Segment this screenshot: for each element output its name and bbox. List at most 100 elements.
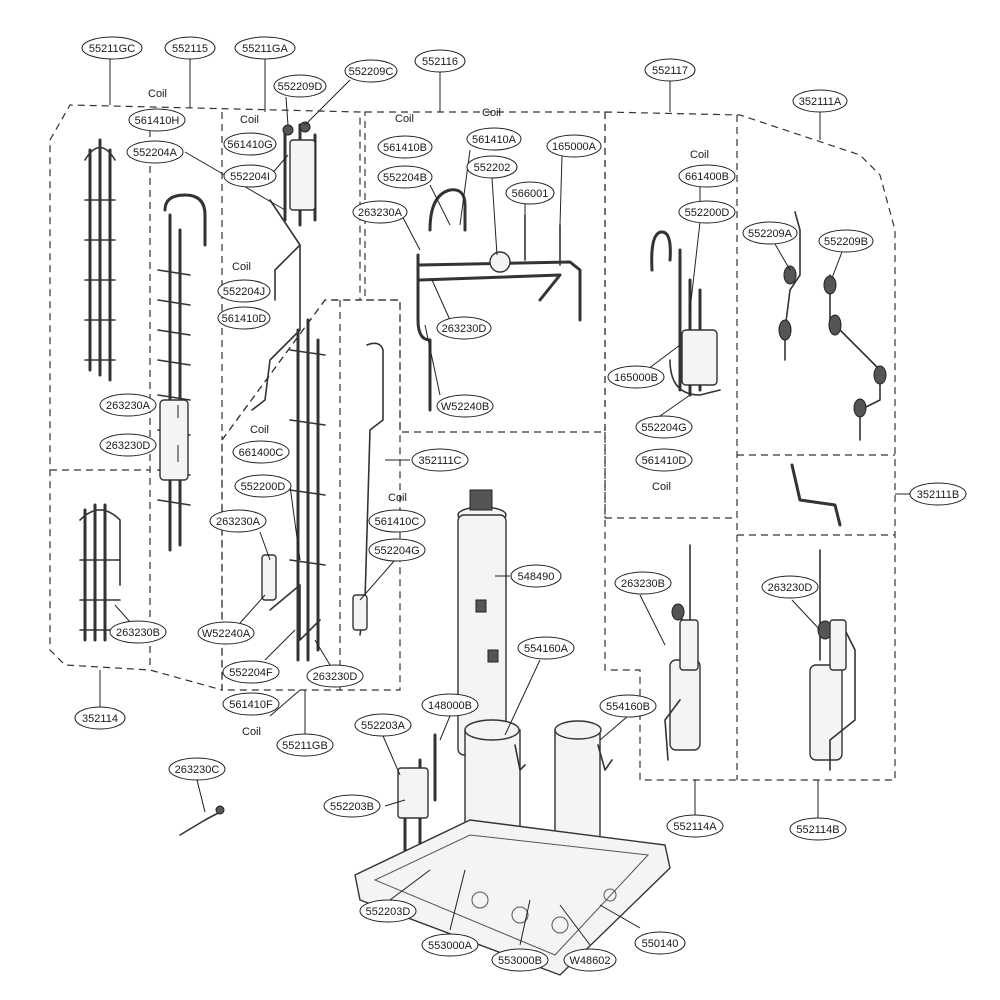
part-label-263230D-m: 263230D bbox=[313, 671, 358, 683]
part-label-561410D-r: 561410D bbox=[642, 455, 687, 467]
part-callout-352111A: 352111A bbox=[792, 89, 848, 113]
part-label-263230D-l: 263230D bbox=[106, 440, 151, 452]
part-callout-561410D-l: 561410D bbox=[217, 306, 271, 330]
part-callout-552204B: 552204B bbox=[377, 165, 433, 189]
part-label-552200D-l: 552200D bbox=[241, 481, 286, 493]
part-callout-553000B: 553000B bbox=[491, 948, 549, 972]
part-label-552203D: 552203D bbox=[366, 906, 411, 918]
part-callout-561410H: 561410H bbox=[128, 108, 186, 132]
part-callout-552200D-r: 552200D bbox=[678, 200, 736, 224]
part-callout-561410C: 561410C bbox=[368, 509, 426, 533]
coil-label: Coil bbox=[232, 261, 251, 273]
part-label-W48602: W48602 bbox=[570, 955, 611, 967]
part-label-561410D-l: 561410D bbox=[222, 313, 267, 325]
part-callout-553000A: 553000A bbox=[421, 933, 479, 957]
part-label-554160B: 554160B bbox=[606, 701, 650, 713]
part-callout-352111C: 352111C bbox=[411, 448, 469, 472]
part-label-165000A: 165000A bbox=[552, 141, 597, 153]
part-label-W52240B: W52240B bbox=[441, 401, 489, 413]
part-callout-552204J: 552204J bbox=[217, 279, 271, 303]
part-callout-352111B: 352111B bbox=[909, 482, 967, 506]
boundary-left bbox=[49, 104, 361, 691]
part-callout-W52240A: W52240A bbox=[197, 621, 255, 645]
part-callout-552209C: 552209C bbox=[344, 59, 398, 83]
part-label-263230A-top: 263230A bbox=[358, 207, 403, 219]
part-callout-552202: 552202 bbox=[466, 155, 518, 179]
part-label-552202: 552202 bbox=[474, 162, 511, 174]
part-label-552204G-r: 552204G bbox=[641, 422, 686, 434]
part-callout-55211GC: 55211GC bbox=[81, 36, 143, 60]
part-callout-552209D: 552209D bbox=[273, 74, 327, 98]
part-callout-548490: 548490 bbox=[510, 564, 562, 588]
part-callout-55211GB: 55211GB bbox=[276, 733, 334, 757]
part-callout-552203B: 552203B bbox=[323, 794, 381, 818]
part-callout-165000B: 165000B bbox=[607, 365, 665, 389]
part-label-55211GA: 55211GA bbox=[242, 43, 288, 55]
part-label-554160A: 554160A bbox=[524, 643, 569, 655]
part-label-263230D-c: 263230D bbox=[442, 323, 487, 335]
part-callout-165000A: 165000A bbox=[546, 134, 602, 158]
part-label-552204A: 552204A bbox=[133, 147, 178, 159]
part-callout-552115: 552115 bbox=[164, 36, 216, 60]
part-callout-263230B-l: 263230B bbox=[109, 620, 167, 644]
part-label-566001: 566001 bbox=[512, 188, 549, 200]
part-callout-552203D: 552203D bbox=[359, 899, 417, 923]
part-label-561410B: 561410B bbox=[383, 142, 427, 154]
coil-label: Coil bbox=[250, 424, 269, 436]
part-label-553000A: 553000A bbox=[428, 940, 473, 952]
part-label-552200D-r: 552200D bbox=[685, 207, 730, 219]
part-label-352111A: 352111A bbox=[799, 96, 842, 108]
part-label-552114B: 552114B bbox=[796, 824, 839, 836]
part-label-263230A-m: 263230A bbox=[216, 516, 261, 528]
part-callout-552209B: 552209B bbox=[818, 229, 874, 253]
part-callout-263230D-m: 263230D bbox=[306, 664, 364, 688]
part-label-552203A: 552203A bbox=[361, 720, 406, 732]
part-label-552114A: 552114A bbox=[673, 821, 717, 833]
part-label-552116: 552116 bbox=[422, 56, 458, 68]
part-label-561410F: 561410F bbox=[229, 699, 273, 711]
part-label-552209B: 552209B bbox=[824, 236, 868, 248]
part-label-553000B: 553000B bbox=[498, 955, 542, 967]
part-label-561410A: 561410A bbox=[472, 134, 517, 146]
part-label-352111B: 352111B bbox=[917, 489, 959, 501]
part-callout-55211GA: 55211GA bbox=[234, 36, 296, 60]
part-label-552204I: 552204I bbox=[230, 171, 270, 183]
part-label-552209D: 552209D bbox=[278, 81, 323, 93]
coil-label: Coil bbox=[242, 726, 261, 738]
part-label-550140: 550140 bbox=[642, 938, 679, 950]
part-callout-263230D-l: 263230D bbox=[99, 433, 157, 457]
part-label-561410C: 561410C bbox=[375, 516, 420, 528]
part-label-552209C: 552209C bbox=[349, 66, 394, 78]
coil-label: Coil bbox=[652, 481, 671, 493]
part-label-263230A-l: 263230A bbox=[106, 400, 151, 412]
part-label-552203B: 552203B bbox=[330, 801, 374, 813]
part-label-561410H: 561410H bbox=[135, 115, 180, 127]
part-callout-552203A: 552203A bbox=[354, 713, 412, 737]
part-callout-552204F: 552204F bbox=[222, 660, 280, 684]
part-callout-561410D-r: 561410D bbox=[635, 448, 693, 472]
part-callout-263230B-r: 263230B bbox=[614, 571, 672, 595]
part-label-263230B-r: 263230B bbox=[621, 578, 665, 590]
part-callout-561410B: 561410B bbox=[377, 135, 433, 159]
part-callout-263230A-top: 263230A bbox=[352, 200, 408, 224]
part-callout-W52240B: W52240B bbox=[436, 394, 494, 418]
part-callout-552116: 552116 bbox=[414, 49, 466, 73]
part-callout-661400B: 661400B bbox=[678, 164, 736, 188]
part-callout-561410G: 561410G bbox=[223, 132, 277, 156]
part-label-561410G: 561410G bbox=[227, 139, 272, 151]
part-callout-550140: 550140 bbox=[634, 931, 686, 955]
part-label-552115: 552115 bbox=[172, 43, 208, 55]
part-callout-263230D-r: 263230D bbox=[761, 575, 819, 599]
part-callout-552209A: 552209A bbox=[742, 221, 798, 245]
part-callout-661400C: 661400C bbox=[232, 440, 290, 464]
part-label-552204B: 552204B bbox=[383, 172, 427, 184]
part-callout-552117: 552117 bbox=[644, 58, 696, 82]
part-callout-552114B: 552114B bbox=[789, 817, 847, 841]
part-callout-263230A-m: 263230A bbox=[209, 509, 267, 533]
part-label-352111C: 352111C bbox=[418, 455, 461, 467]
part-callout-148000B: 148000B bbox=[421, 693, 479, 717]
coil-label: Coil bbox=[690, 149, 709, 161]
part-callout-W48602: W48602 bbox=[563, 948, 617, 972]
